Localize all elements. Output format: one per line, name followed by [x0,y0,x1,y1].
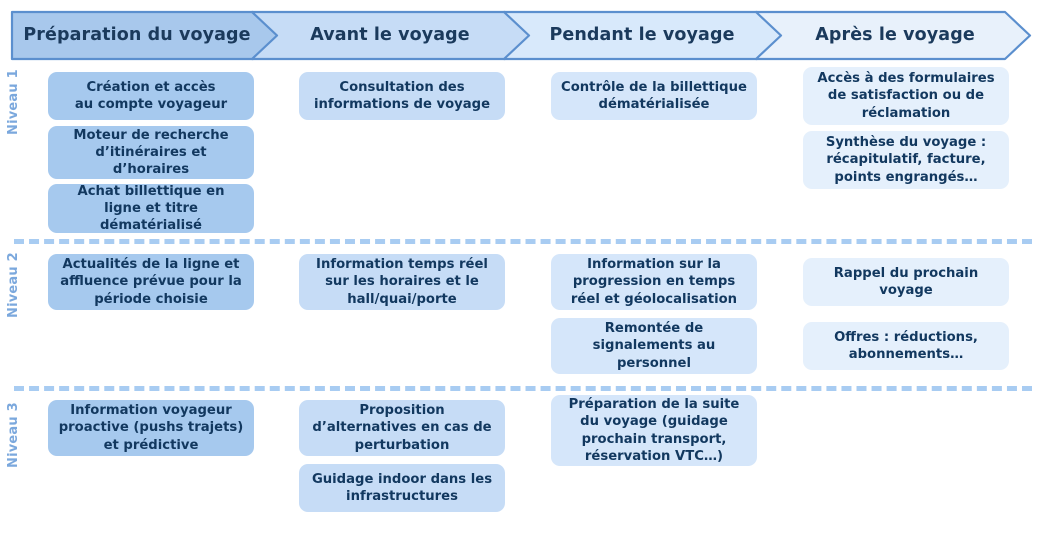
phase-label-preparation: Préparation du voyage [23,25,251,45]
level-label-niveau-2: Niveau 2 [6,252,21,318]
card-level2-col4-2[interactable]: Offres : réductions,abonnements… [803,322,1009,370]
phase-label-avant: Avant le voyage [310,25,470,45]
phase-chevron-4[interactable] [754,10,1032,61]
phase-header: Préparation du voyage Avant le voyage Pe… [10,10,1032,61]
card-level1-col4-2[interactable]: Synthèse du voyage :récapitulatif, factu… [803,131,1009,189]
card-text: Offres : réductions,abonnements… [834,329,978,362]
phase-label-pendant: Pendant le voyage [549,25,735,45]
row-divider-level2-level3 [14,386,1032,391]
level-label-niveau-1: Niveau 1 [6,69,21,135]
phase-chevron-shapes [10,10,1032,61]
row-divider-level1-level2 [14,239,1032,244]
phase-label-apres: Après le voyage [815,25,975,45]
level-label-niveau-3: Niveau 3 [6,402,21,468]
card-text: Synthèse du voyage :récapitulatif, factu… [825,135,987,185]
